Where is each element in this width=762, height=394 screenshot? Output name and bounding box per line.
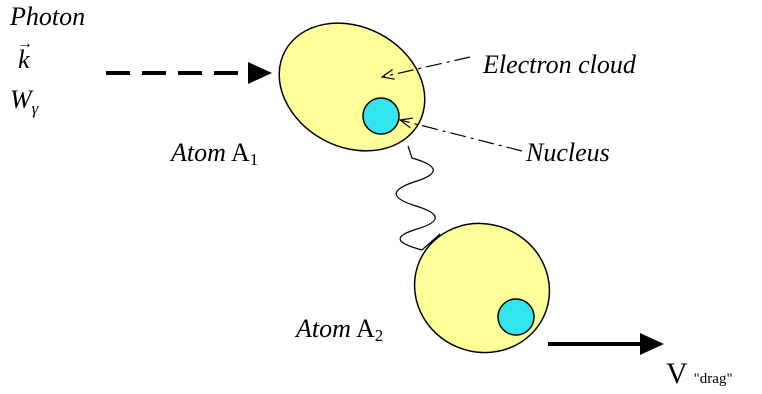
electron-cloud-label: Electron cloud — [482, 50, 637, 79]
nucleus-callout — [400, 120, 523, 152]
photon-label-group: Photon k → Wγ — [9, 2, 85, 118]
electron-cloud-callout — [382, 56, 471, 77]
atom-a1-label: Atom A1 — [169, 138, 258, 169]
bond-spring — [395, 145, 441, 251]
atom-a2-label: Atom A2 — [294, 314, 383, 345]
electron-cloud-a2 — [413, 222, 551, 354]
nucleus-a1 — [362, 97, 400, 135]
nucleus-a2 — [497, 298, 535, 336]
nucleus-label: Nucleus — [525, 138, 610, 167]
photon-arrowhead — [248, 62, 272, 84]
wave-vector-symbol: k — [18, 45, 30, 74]
electron-cloud-a1 — [278, 22, 426, 152]
vector-arrow-icon: → — [17, 35, 33, 52]
drag-velocity-label: V"drag" — [666, 357, 733, 390]
drag-velocity-arrowhead — [640, 333, 664, 355]
photon-label: Photon — [9, 2, 85, 31]
atom-a1 — [278, 22, 426, 152]
atom-a2 — [413, 222, 551, 354]
photon-energy-symbol: Wγ — [10, 85, 40, 118]
